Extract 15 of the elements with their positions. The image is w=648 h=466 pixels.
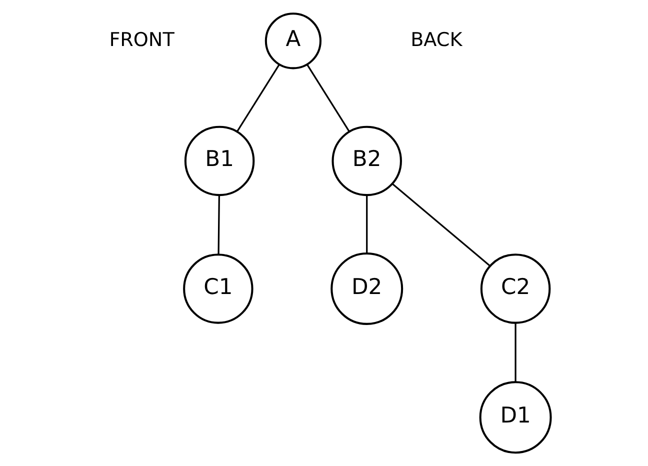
connector <box>366 195 368 254</box>
node-circle: C2 <box>480 254 551 324</box>
node-circle: A <box>264 12 322 70</box>
connector <box>218 195 220 254</box>
node-circle: D1 <box>479 381 552 454</box>
connector <box>514 323 516 382</box>
connector <box>236 64 280 132</box>
connector <box>392 183 490 266</box>
node-circle: D2 <box>330 252 404 325</box>
label: BACK <box>410 28 462 51</box>
connector <box>306 64 350 132</box>
node-circle: B1 <box>184 126 255 196</box>
label: FRONT <box>109 28 174 51</box>
node-circle: C1 <box>183 254 254 324</box>
node-circle: B2 <box>332 126 402 196</box>
